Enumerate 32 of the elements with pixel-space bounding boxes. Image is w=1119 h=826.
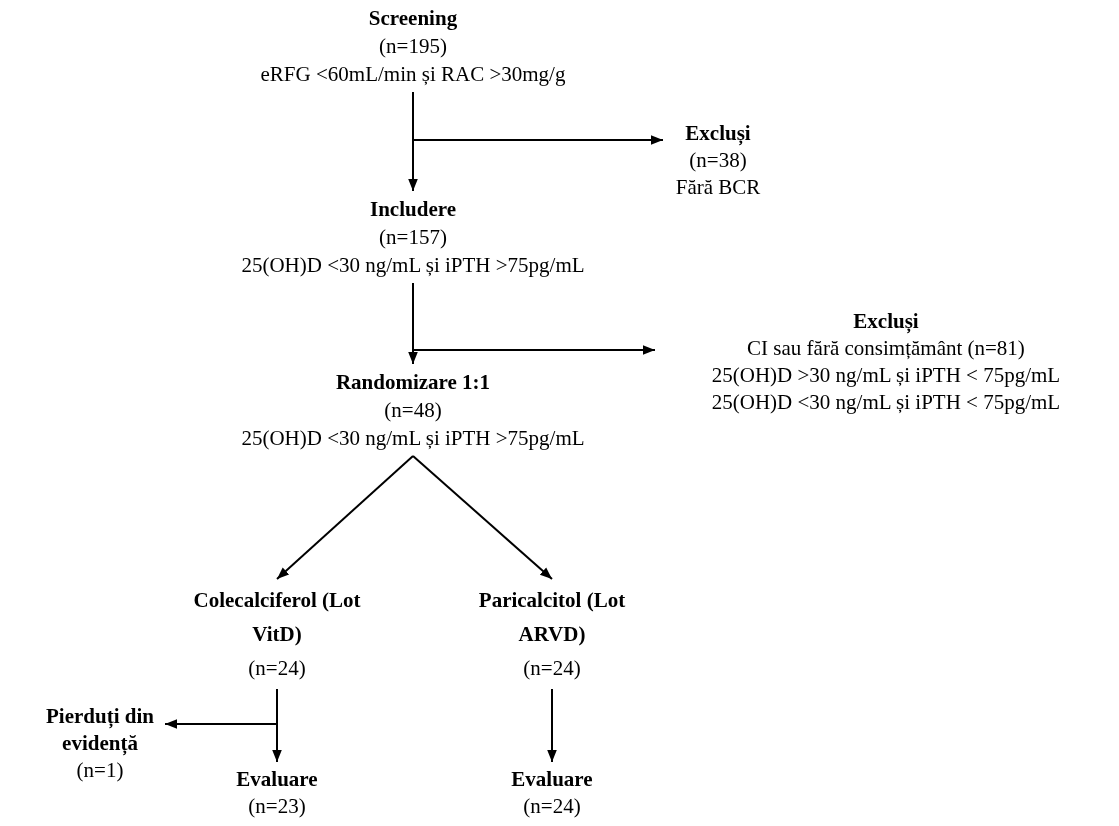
node-heading: Colecalciferol (Lot VitD) — [192, 587, 362, 648]
node-heading: Excluși — [852, 308, 920, 335]
node-text: (n=195) — [378, 33, 448, 60]
node-heading: Pierduți din evidență — [45, 703, 155, 757]
node-text: 25(OH)D <30 ng/mL și iPTH >75pg/mL — [240, 252, 586, 279]
node-heading: Randomizare 1:1 — [334, 369, 492, 396]
arrow — [164, 688, 278, 729]
node-text: (n=24) — [247, 655, 307, 682]
arrow — [276, 455, 414, 580]
node-text: (n=1) — [75, 757, 125, 784]
node-text: 25(OH)D >30 ng/mL și iPTH < 75pg/mL — [710, 362, 1062, 389]
node-text: (n=24) — [522, 793, 582, 820]
arrow — [412, 91, 664, 145]
node-heading: Evaluare — [235, 766, 319, 793]
node-text: (n=48) — [383, 397, 443, 424]
node-text: (n=38) — [688, 147, 748, 174]
arrow — [412, 282, 656, 355]
node-text: 25(OH)D <30 ng/mL și iPTH < 75pg/mL — [710, 389, 1062, 416]
arrow — [412, 455, 553, 580]
node-text: 25(OH)D <30 ng/mL și iPTH >75pg/mL — [240, 425, 586, 452]
node-heading: Paricalcitol (Lot ARVD) — [477, 587, 627, 648]
node-text: (n=24) — [522, 655, 582, 682]
node-text: eRFG <60mL/min și RAC >30mg/g — [259, 61, 567, 88]
node-heading: Excluși — [684, 120, 752, 147]
node-text: CI sau fără consimțământ (n=81) — [746, 335, 1026, 362]
node-text: Fără BCR — [674, 174, 762, 201]
node-text: (n=23) — [247, 793, 307, 820]
node-heading: Includere — [369, 196, 457, 223]
arrow — [547, 688, 557, 763]
node-heading: Screening — [367, 5, 459, 32]
node-heading: Evaluare — [510, 766, 594, 793]
node-text: (n=157) — [378, 224, 448, 251]
